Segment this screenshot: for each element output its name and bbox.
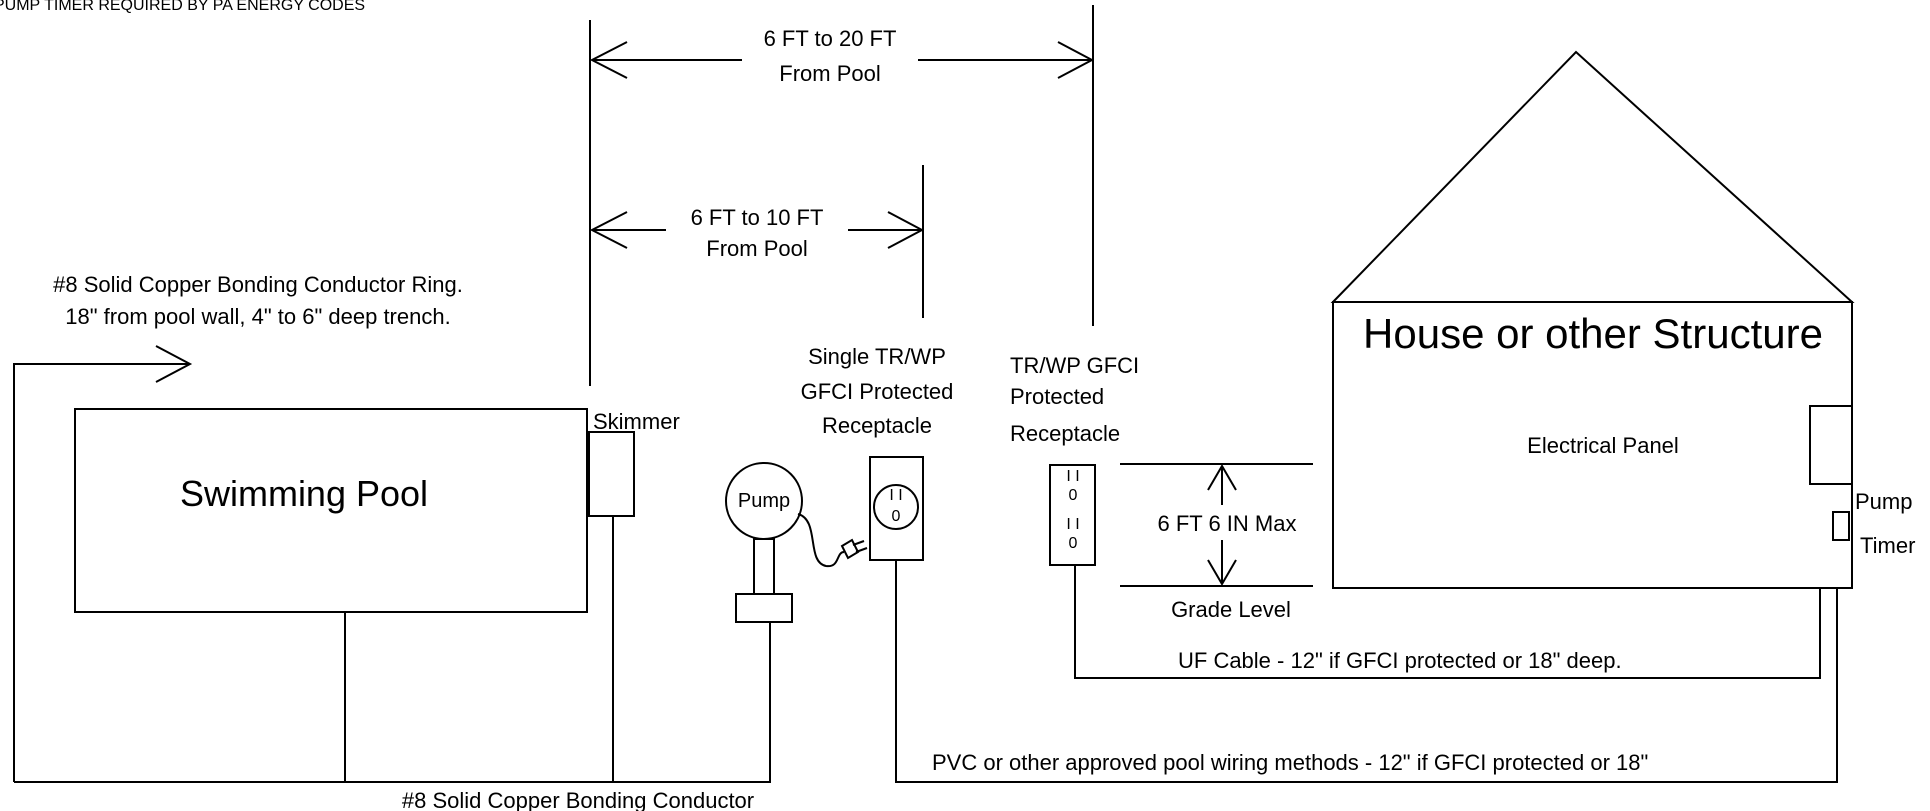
dimension-10ft-line1: 6 FT to 10 FT — [691, 205, 824, 230]
electrical-panel — [1809, 405, 1853, 485]
single-receptacle-line3: Receptacle — [822, 413, 932, 438]
outlet-slots: I I — [889, 487, 902, 504]
pump-label: Pump — [738, 490, 790, 512]
outlet-face-icon — [873, 484, 919, 530]
arrowhead-right-icon — [1057, 41, 1095, 79]
arrowhead-up-icon — [1207, 464, 1237, 491]
gfci-receptacle-line3: Receptacle — [1010, 421, 1120, 446]
pump-base — [735, 593, 793, 623]
gfci-receptacle-line2: Protected — [1010, 384, 1104, 409]
outlet-ground-bottom: 0 — [1069, 535, 1078, 552]
skimmer-label: Skimmer — [593, 409, 680, 434]
swimming-pool — [74, 408, 588, 613]
outlet-slots-bottom: I I — [1066, 516, 1079, 533]
arrowhead-left-icon — [589, 211, 628, 249]
house: House or other Structure Electrical Pane… — [1330, 50, 1855, 589]
bonding-conductor-loop — [14, 622, 771, 783]
plug-icon — [840, 538, 868, 560]
pool-label: Swimming Pool — [180, 473, 428, 514]
bonding-ring-note-line1: #8 Solid Copper Bonding Conductor Ring. — [53, 272, 463, 297]
outlet-ground: 0 — [892, 508, 901, 525]
gfci-receptacle-line1: TR/WP GFCI — [1010, 353, 1139, 378]
outlet-slots-top: I I — [1066, 468, 1079, 485]
pump-timer-line1: Pump — [1855, 489, 1912, 514]
pump-timer — [1832, 511, 1850, 541]
house-label: House or other Structure — [1363, 310, 1823, 357]
house-roof — [1330, 50, 1855, 303]
pump-shaft — [753, 538, 775, 595]
outlet-ground-top: 0 — [1069, 487, 1078, 504]
dimension-20ft-line2: From Pool — [779, 61, 880, 86]
single-receptacle-line2: GFCI Protected — [801, 379, 954, 404]
pump-cord — [797, 513, 845, 568]
arrowhead-down-icon — [1207, 559, 1237, 586]
single-receptacle-line1: Single TR/WP — [808, 344, 946, 369]
single-receptacle: I I 0 — [869, 456, 924, 561]
header-note: PUMP TIMER REQUIRED BY PA ENERGY CODES — [0, 0, 365, 14]
bonding-ring-arrow-line — [13, 363, 190, 782]
skimmer — [588, 431, 635, 517]
panel-label: Electrical Panel — [1527, 433, 1679, 458]
arrowhead-right-icon — [155, 345, 193, 383]
pump-timer-line2: Timer — [1860, 533, 1915, 558]
pvc-wiring-run — [895, 540, 1838, 783]
bonding-ring-note-line2: 18" from pool wall, 4" to 6" deep trench… — [65, 304, 450, 329]
dimension-20ft-line1: 6 FT to 20 FT — [764, 26, 897, 51]
height-label: 6 FT 6 IN Max — [1158, 511, 1297, 536]
dimension-20ft: 6 FT to 20 FT From Pool — [589, 26, 1095, 86]
house-wall — [1332, 301, 1853, 589]
arrowhead-right-icon — [887, 211, 925, 249]
pvc-label: PVC or other approved pool wiring method… — [932, 750, 1648, 775]
gfci-receptacle: I I 0 I I 0 — [1049, 464, 1096, 566]
dimension-10ft: 6 FT to 10 FT From Pool — [589, 205, 925, 261]
dimension-10ft-line2: From Pool — [706, 236, 807, 261]
pump: Pump — [725, 462, 868, 623]
arrowhead-left-icon — [589, 41, 628, 79]
bonding-conductor-label: #8 Solid Copper Bonding Conductor — [402, 788, 754, 811]
uf-cable-label: UF Cable - 12" if GFCI protected or 18" … — [1178, 648, 1622, 673]
grade-label: Grade Level — [1171, 597, 1291, 622]
